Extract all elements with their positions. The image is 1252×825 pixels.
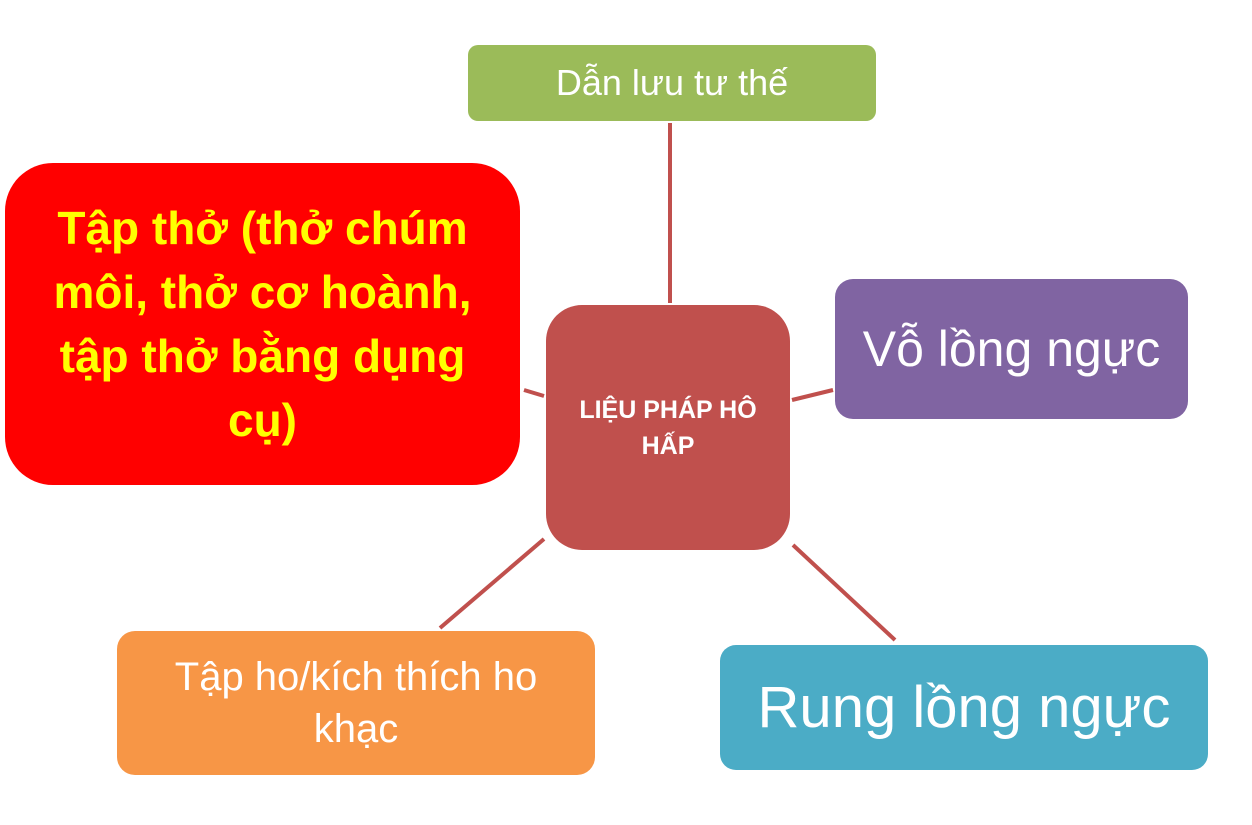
connector-left: [523, 388, 545, 398]
node-label: Rung lồng ngực: [757, 675, 1171, 740]
node-label: Vỗ lồng ngực: [862, 321, 1161, 377]
connector-bottom-left: [438, 537, 546, 630]
node-chest-percussion: Vỗ lồng ngực: [835, 279, 1188, 419]
node-breathing-exercises: Tập thở (thở chúm môi, thở cơ hoành, tập…: [5, 163, 520, 485]
node-label: Tập ho/kích thích ho khạc: [174, 655, 538, 751]
node-label: Tập thở (thở chúm môi, thở cơ hoành, tập…: [53, 202, 472, 446]
node-label: Dẫn lưu tư thế: [555, 62, 789, 103]
node-cough-training: Tập ho/kích thích ho khạc: [117, 631, 595, 775]
node-chest-vibration: Rung lồng ngực: [720, 645, 1208, 770]
connector-bottom-right: [791, 543, 897, 642]
node-center-respiratory-therapy: LIỆU PHÁP HÔ HẤP: [546, 305, 790, 550]
connector-right: [791, 388, 834, 402]
node-postural-drainage: Dẫn lưu tư thế: [468, 45, 876, 121]
center-label: LIỆU PHÁP HÔ HẤP: [579, 395, 757, 460]
